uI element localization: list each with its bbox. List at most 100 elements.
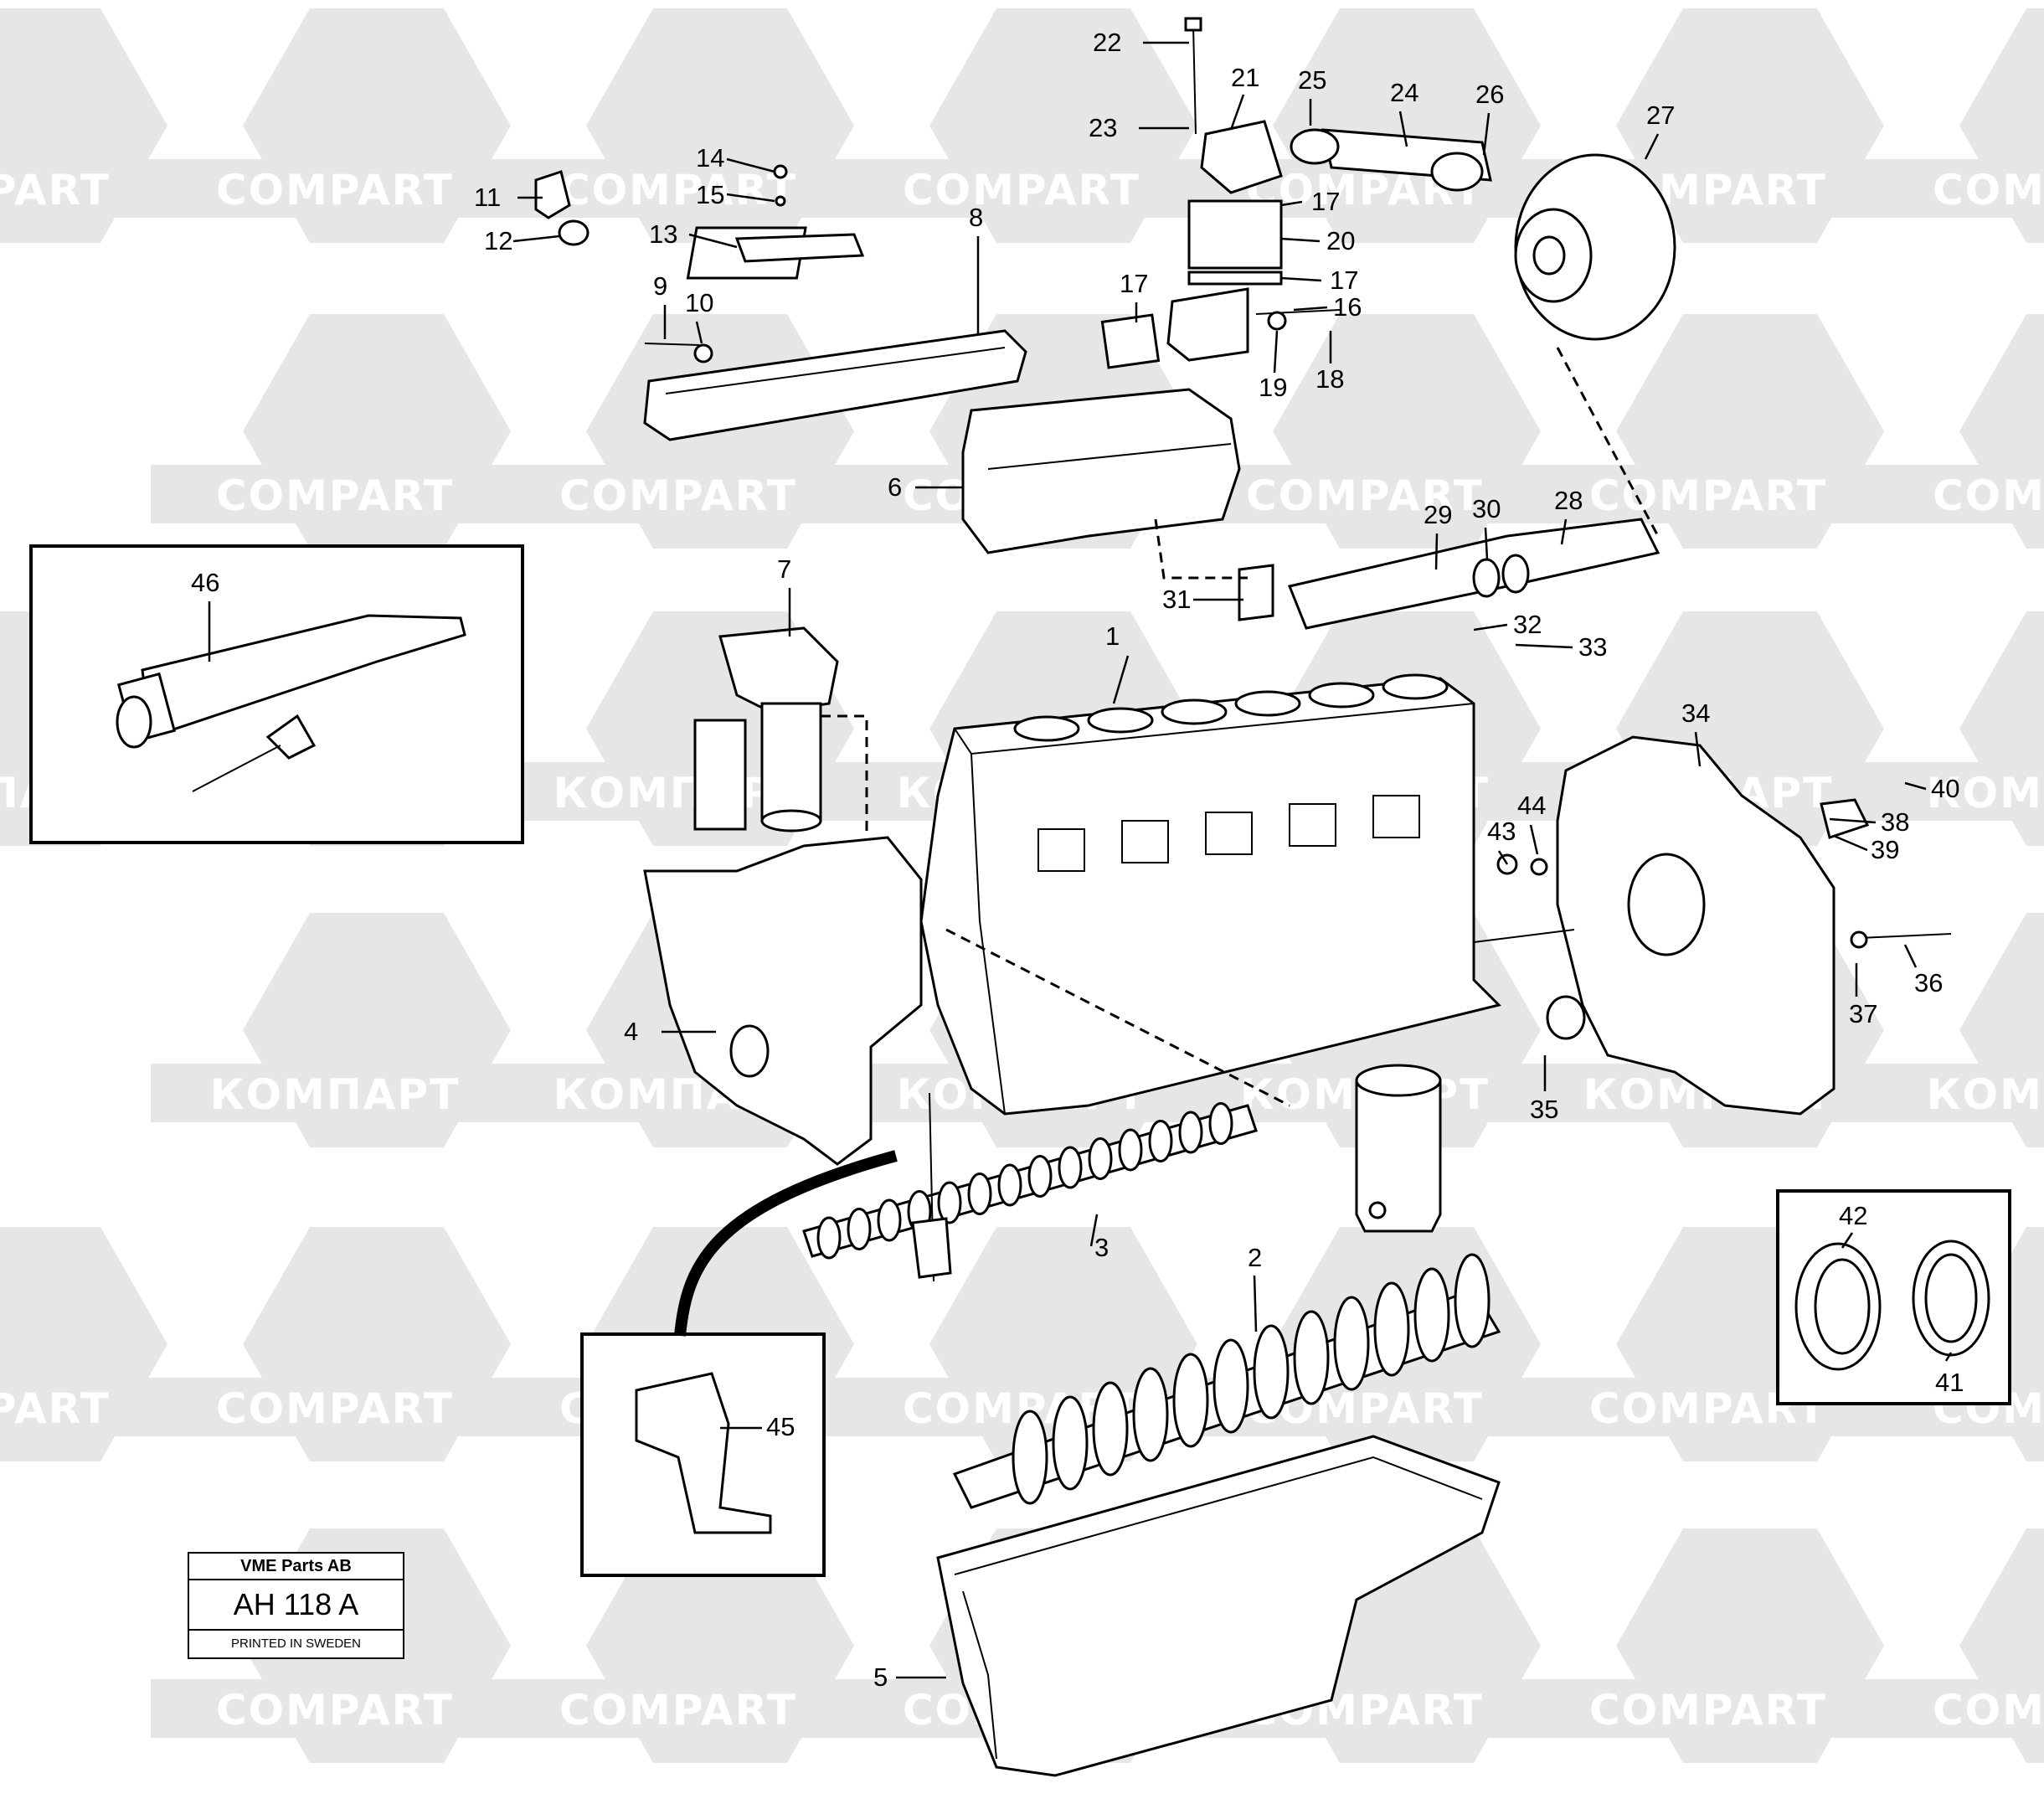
cam-lobe — [967, 1173, 992, 1215]
leader-line — [1694, 731, 1702, 767]
callout-25: 25 — [1298, 65, 1326, 95]
leader-line — [1560, 518, 1568, 545]
assembly-lines — [821, 518, 1575, 1107]
title-stamp: VME Parts AB AH 118 A PRINTED IN SWEDEN — [188, 1552, 404, 1659]
leader-line — [1398, 111, 1408, 147]
callout-15: 15 — [696, 180, 724, 209]
crank-web — [1454, 1253, 1491, 1348]
leader-line — [1089, 1214, 1099, 1247]
callout-38: 38 — [1881, 807, 1909, 837]
watermark-tile: COMPART — [151, 8, 519, 243]
cam-lobe — [1088, 1137, 1113, 1180]
callout-22: 22 — [1093, 28, 1121, 57]
watermark-text: COMPART — [1933, 1686, 2044, 1734]
leader-line — [1833, 834, 1868, 852]
callout-1: 1 — [1105, 621, 1120, 651]
watermark-tile: COMPART — [1867, 1528, 2044, 1763]
watermark-text: COMPART — [1589, 472, 1827, 520]
inset-46 — [29, 544, 524, 844]
watermark-text: КОМПАРТ — [553, 769, 803, 817]
watermark-text: COMPART — [0, 166, 111, 214]
callout-42: 42 — [1839, 1201, 1867, 1230]
leader-line — [1529, 824, 1539, 855]
leader-line — [1829, 817, 1877, 824]
cylinder-bore — [1087, 707, 1154, 734]
small-parts — [534, 164, 1341, 363]
callout-35: 35 — [1530, 1095, 1558, 1124]
cam-lobe — [1208, 1102, 1233, 1145]
callout-6: 6 — [888, 472, 902, 502]
leader-line — [512, 235, 560, 243]
leader-line — [1515, 643, 1573, 649]
callout-41: 41 — [1935, 1368, 1964, 1397]
watermark-tile: COMPART — [1524, 1528, 1892, 1763]
watermark-text: COMPART — [216, 472, 454, 520]
watermark-tile: КОМПАРТ — [1867, 611, 2044, 846]
callout-10: 10 — [685, 288, 713, 317]
callout-17a: 17 — [1311, 187, 1340, 216]
crank-web — [1333, 1296, 1370, 1391]
block-window — [1289, 803, 1336, 847]
inset-45 — [580, 1150, 898, 1577]
cam-lobe — [1027, 1155, 1053, 1198]
leader-line — [695, 321, 703, 344]
watermark-tile: КОМПАРТ — [1867, 913, 2044, 1147]
leader-line — [726, 193, 775, 203]
callout-2: 2 — [1248, 1243, 1262, 1272]
watermark-tile: COMPART — [0, 1227, 176, 1461]
block-window — [1205, 812, 1253, 855]
crank-web — [1293, 1310, 1330, 1405]
cylinder-bores — [1013, 673, 1449, 872]
leader-line — [1229, 94, 1245, 131]
watermark-text: КОМПАРТ — [1927, 1070, 2044, 1119]
leader-line — [726, 157, 775, 173]
leader-line — [688, 233, 738, 249]
callout-34: 34 — [1681, 698, 1710, 728]
leader-line — [1904, 781, 1927, 791]
callout-4: 4 — [624, 1017, 638, 1046]
inset-41-42 — [1776, 1189, 2011, 1405]
watermark-text: COMPART — [1933, 166, 2044, 214]
callout-29: 29 — [1424, 500, 1452, 529]
leader-lines — [208, 41, 1953, 1679]
callout-36: 36 — [1914, 968, 1943, 997]
callout-32: 32 — [1513, 610, 1542, 639]
callout-12: 12 — [484, 226, 512, 255]
crank-web — [1132, 1367, 1169, 1462]
cylinder-bore — [1013, 715, 1080, 742]
watermark-text: COMPART — [559, 1686, 797, 1734]
block-window — [1037, 828, 1085, 872]
leader-line — [1273, 330, 1279, 374]
turbocharger — [1100, 17, 1676, 537]
callout-24: 24 — [1390, 78, 1418, 107]
callout-5: 5 — [873, 1662, 888, 1692]
leader-line — [1903, 944, 1918, 968]
crank-web — [1373, 1281, 1410, 1377]
leader-line — [1473, 623, 1508, 631]
callout-37: 37 — [1849, 999, 1877, 1028]
callout-43: 43 — [1487, 817, 1516, 846]
watermark-text: COMPART — [1589, 1686, 1827, 1734]
watermark-text: COMPART — [216, 166, 454, 214]
watermark-text: COMPART — [216, 1384, 454, 1433]
callout-19: 19 — [1259, 373, 1287, 402]
leader-line — [1484, 527, 1489, 560]
watermark-tile: COMPART — [1867, 314, 2044, 549]
crank-webs — [1012, 1253, 1491, 1505]
stamp-company: VME Parts AB — [189, 1554, 403, 1580]
cylinder-bore — [1308, 682, 1375, 709]
cylinder-head — [961, 388, 1241, 554]
timing-cover — [643, 836, 923, 1166]
callout-33: 33 — [1578, 632, 1607, 662]
callout-9: 9 — [653, 271, 667, 301]
callout-28: 28 — [1554, 486, 1583, 515]
leader-line — [1497, 850, 1509, 865]
leader-line — [1944, 1352, 1953, 1362]
leader-line — [1293, 306, 1328, 312]
crank-web — [1253, 1324, 1290, 1420]
camshaft — [802, 1092, 1258, 1282]
cylinder-bore — [1382, 673, 1449, 700]
watermark-text: COMPART — [1246, 472, 1484, 520]
